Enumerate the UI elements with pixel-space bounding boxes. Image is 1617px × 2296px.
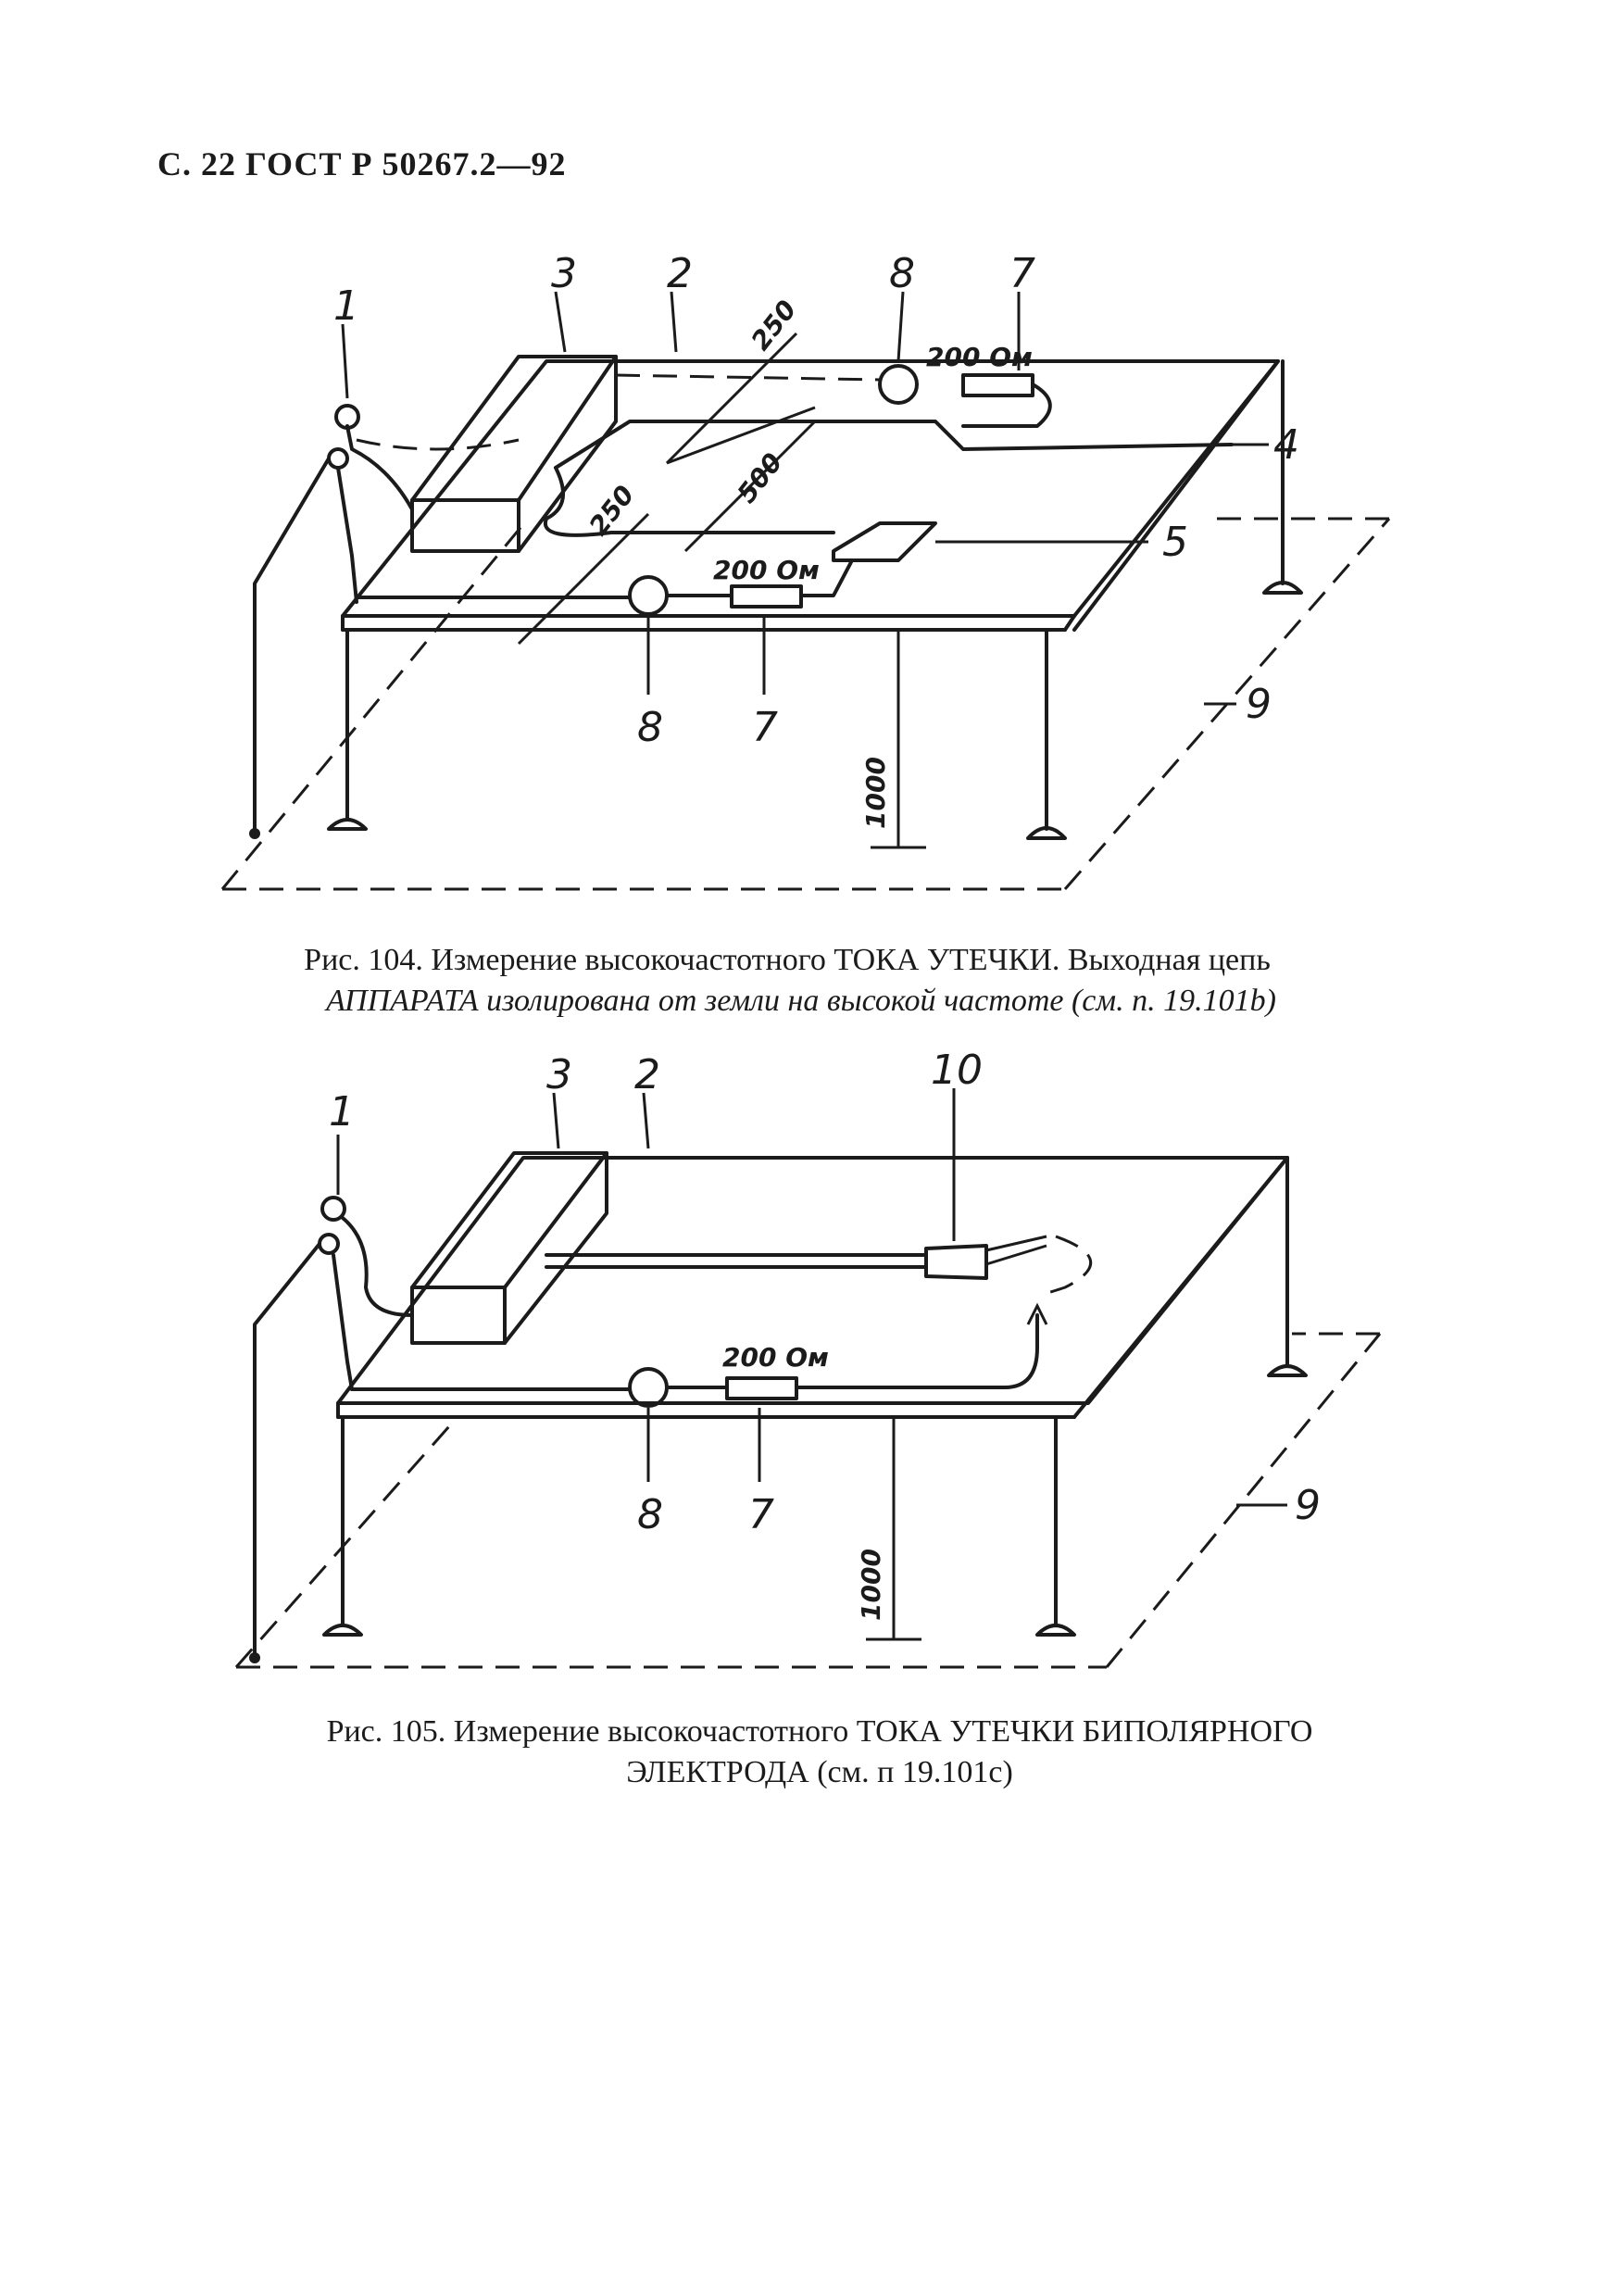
caption-104-line-2: АППАРАТА изолирована от земли на высокой…	[326, 984, 1276, 1018]
leader-arrows	[341, 291, 1269, 706]
label-1: 1	[333, 282, 359, 330]
lead-to-plate	[543, 466, 835, 537]
label-7-top: 7	[1009, 250, 1035, 297]
label-8-top: 8	[889, 250, 915, 297]
dashed-return	[615, 373, 881, 382]
label-2: 2	[634, 1051, 660, 1098]
page-header: С. 22 ГОСТ Р 50267.2—92	[157, 145, 567, 182]
label-7: 7	[748, 1491, 774, 1538]
figure-104-drawing: 1 3 2 8 7 4 5 8 7 9 250 500 250 1000 200…	[220, 250, 1391, 891]
meter-icon-bottom	[628, 575, 669, 616]
label-8: 8	[637, 704, 663, 751]
label-4: 4	[1273, 421, 1299, 469]
figure-105-drawing: 1 3 2 10 8 7 9 1000 200 Ом	[234, 1047, 1382, 1669]
resistor-loop	[961, 383, 1052, 428]
label-7: 7	[752, 704, 778, 751]
dim-1000: 1000	[860, 757, 891, 829]
resistor-label-top: 200 Ом	[926, 342, 1033, 372]
figure-105-caption: Рис. 105. Измерение высокочастотного ТОК…	[222, 1712, 1417, 1793]
label-2: 2	[667, 250, 693, 297]
ground-plane	[234, 1332, 1382, 1669]
leader-arrows	[336, 1088, 1287, 1507]
mains-plug	[249, 1196, 414, 1663]
label-5: 5	[1162, 519, 1188, 566]
electrode-tips	[985, 1235, 1047, 1266]
meter-icon-top	[878, 364, 919, 405]
resistor-label-bottom: 200 Ом	[713, 555, 820, 585]
label-8: 8	[637, 1491, 663, 1538]
dashed-hf-path	[356, 438, 520, 451]
resistor-bottom	[730, 584, 803, 609]
table-legs	[327, 359, 1303, 840]
dimension-lines	[517, 332, 926, 849]
resistor-label: 200 Ом	[722, 1342, 829, 1373]
caption-104-line-1: Рис. 104. Измерение высокочастотного ТОК…	[304, 943, 1271, 977]
caption-105-line-2: ЭЛЕКТРОДА (см. п 19.101с)	[626, 1755, 1013, 1789]
table-legs	[322, 1156, 1308, 1637]
mains-plug	[249, 404, 414, 839]
arc-arrow-up	[1026, 1302, 1048, 1325]
figure-104-caption: Рис. 104. Измерение высокочастотного ТОК…	[185, 940, 1389, 1022]
hf-generator-box	[410, 355, 618, 553]
label-9: 9	[1295, 1482, 1321, 1529]
label-9: 9	[1246, 681, 1272, 728]
label-1: 1	[329, 1088, 355, 1135]
lower-lead-right	[795, 1313, 1039, 1389]
figure-105: 1 3 2 10 8 7 9 1000 200 Ом	[0, 1047, 1617, 1695]
dimension-lines	[866, 1417, 921, 1641]
label-3: 3	[546, 1051, 572, 1098]
dim-250-top: 250	[746, 295, 803, 356]
lower-lead-right	[799, 558, 854, 597]
caption-105-line-1: Рис. 105. Измерение высокочастотного ТОК…	[326, 1714, 1313, 1749]
active-lead	[554, 420, 1234, 470]
label-3: 3	[551, 250, 577, 297]
table-top	[341, 359, 1280, 632]
resistor	[725, 1376, 798, 1400]
meter-icon	[628, 1367, 669, 1408]
label-10: 10	[931, 1047, 983, 1094]
plate-electrode	[832, 521, 937, 562]
figure-104: 1 3 2 8 7 4 5 8 7 9 250 500 250 1000 200…	[0, 236, 1617, 931]
resistor-top	[961, 373, 1034, 397]
hf-generator-box	[410, 1151, 608, 1345]
dashed-hf-arc	[1043, 1235, 1093, 1296]
dim-1000: 1000	[856, 1549, 886, 1621]
bipolar-electrode	[924, 1244, 988, 1280]
